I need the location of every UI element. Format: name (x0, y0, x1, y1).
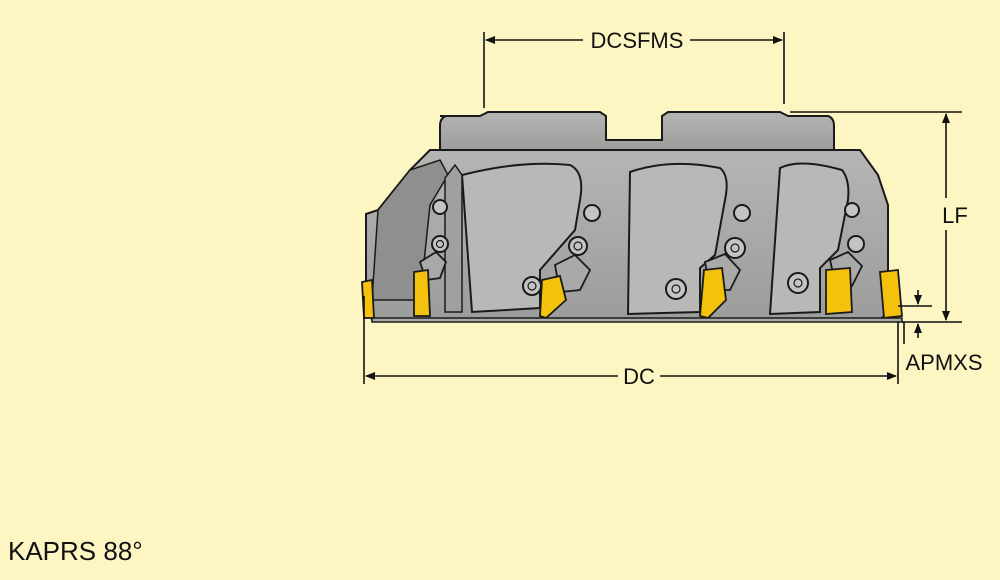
cutting-inserts (361, 267, 903, 320)
dim-diameter (363, 296, 899, 384)
dim-height (790, 111, 962, 323)
cutter-body (365, 111, 889, 321)
approach-angle-caption: KAPRS 88° (8, 536, 143, 566)
insert-screws (431, 199, 865, 300)
dim-label-diameter: DC (623, 364, 655, 389)
dim-label-height: LF (942, 203, 968, 228)
dim-label-cut-depth: APMXS (905, 350, 982, 375)
dim-label-top-width: DCSFMS (591, 28, 684, 53)
dim-cut-depth (898, 290, 932, 344)
dim-top-width (483, 32, 785, 108)
